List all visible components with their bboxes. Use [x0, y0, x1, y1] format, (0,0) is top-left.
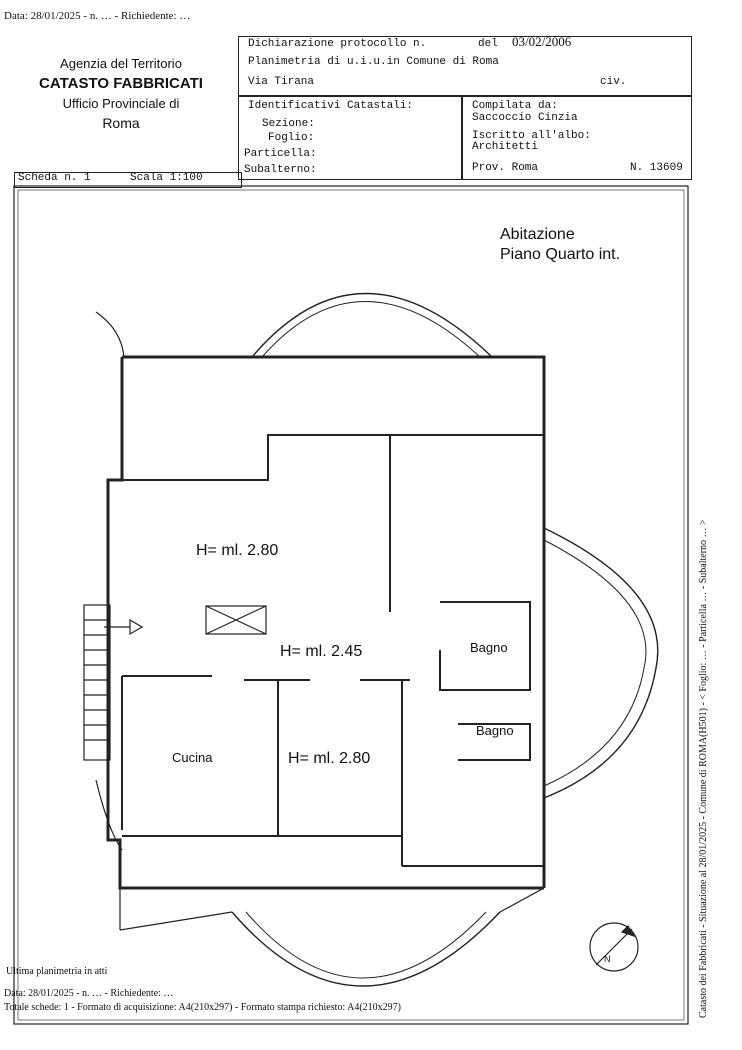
declaration-label: Dichiarazione protocollo n. [248, 38, 427, 50]
prov-label: Prov. Roma [472, 162, 539, 174]
sezione-label: Sezione: [262, 118, 315, 130]
footer-totale: Totale schede: 1 - Formato di acquisizio… [4, 1002, 401, 1013]
address: Via Tirana [248, 76, 315, 88]
scheda-label: Scheda n. 1 [18, 172, 91, 184]
declaration-date: 03/02/2006 [512, 34, 572, 49]
compilata-label: Compilata da: [472, 100, 558, 112]
top-data-line: Data: 28/01/2025 - n. … - Richiedente: … [4, 10, 191, 22]
foglio-label: Foglio: [268, 132, 315, 144]
height-label-3: H= ml. 2.80 [288, 750, 371, 767]
agency-block: Agenzia del Territorio CATASTO FABBRICAT… [14, 34, 228, 166]
identificativi-box [238, 96, 462, 180]
plan-title-piano: Piano Quarto int. [500, 246, 621, 263]
catasto-title: CATASTO FABBRICATI [39, 75, 203, 92]
number-label: N. 13609 [630, 162, 683, 174]
height-label-1: H= ml. 2.80 [196, 542, 279, 559]
agency-name: Agenzia del Territorio [60, 56, 182, 71]
compilata-box [462, 96, 692, 180]
room-cucina: Cucina [172, 750, 213, 765]
iscritto-value: Architetti [472, 141, 539, 153]
room-bagno-1: Bagno [470, 640, 508, 655]
side-catasto-text: Catasto dei Fabbricati - Situazione al 2… [698, 519, 709, 1018]
declaration-del: del [478, 38, 498, 50]
plan-line: Planimetria di u.i.u.in Comune di Roma [248, 56, 499, 68]
ufficio-city: Roma [102, 115, 140, 131]
room-bagno-2: Bagno [476, 723, 514, 738]
declaration-box [238, 36, 692, 96]
iscritto-label: Iscritto all'albo: [472, 130, 591, 142]
particella-label: Particella: [244, 148, 317, 160]
ufficio-label: Ufficio Provinciale di [62, 96, 180, 111]
subalterno-label: Subalterno: [244, 164, 317, 176]
identificativi-label: Identificativi Catastali: [248, 100, 414, 112]
footer-ultima: Ultima planimetria in atti [6, 966, 108, 977]
scheda-box [14, 172, 242, 188]
plan-title-abitazione: Abitazione [500, 226, 575, 243]
height-label-2: H= ml. 2.45 [280, 643, 363, 660]
footer-data: Data: 28/01/2025 - n. … - Richiedente: … [4, 988, 174, 999]
civ-label: civ. [600, 76, 627, 88]
compilata-name: Saccoccio Cinzia [472, 112, 578, 124]
scala-label: Scala 1:100 [130, 172, 203, 184]
north-label: N [604, 954, 611, 964]
